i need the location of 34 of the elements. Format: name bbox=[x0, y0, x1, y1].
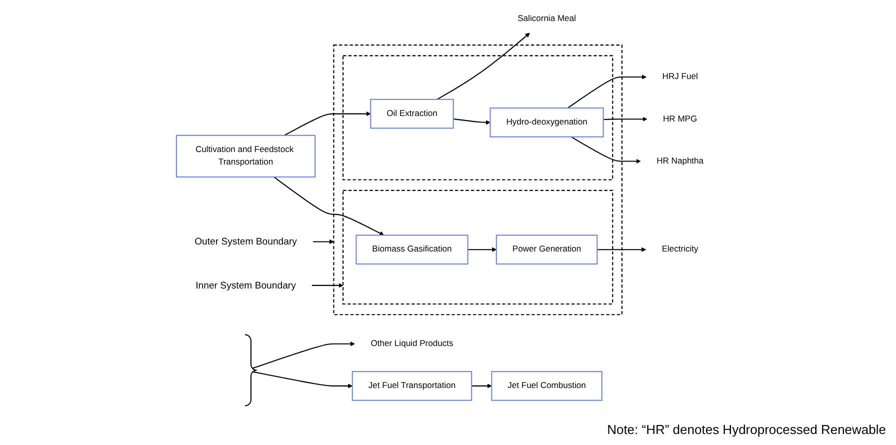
arrow bbox=[312, 283, 344, 288]
node-box: Oil Extraction bbox=[370, 98, 454, 129]
arrow bbox=[453, 118, 490, 125]
arrow bbox=[468, 247, 497, 252]
arrow bbox=[436, 32, 530, 100]
cluster bbox=[342, 55, 614, 180]
arrow bbox=[472, 384, 492, 388]
node-box: Power Generation bbox=[496, 234, 598, 265]
arrow bbox=[253, 371, 353, 388]
node-text: Salicornia Meal bbox=[518, 14, 576, 23]
node-brace bbox=[244, 334, 258, 406]
node-text: HR Naphtha bbox=[656, 156, 704, 166]
arrow bbox=[252, 342, 355, 369]
arrow bbox=[597, 247, 646, 252]
node-box: Biomass Gasification bbox=[356, 234, 468, 265]
node-text: Outer System Boundary bbox=[194, 236, 297, 247]
arrow bbox=[567, 74, 647, 108]
arrow bbox=[603, 116, 648, 122]
node-text: Inner System Boundary bbox=[196, 280, 296, 291]
node-box: Jet Fuel Combustion bbox=[491, 371, 602, 401]
cluster bbox=[333, 44, 622, 316]
node-text: HRJ Fuel bbox=[662, 72, 698, 82]
node-box: Jet Fuel Transportation bbox=[352, 371, 472, 401]
arrow bbox=[570, 136, 641, 164]
node-text: Other Liquid Products bbox=[370, 339, 454, 348]
node-text: Electricity bbox=[662, 244, 698, 254]
node-box: Hydro-deoxygenation bbox=[490, 108, 604, 138]
cluster bbox=[342, 190, 614, 304]
arrow bbox=[274, 176, 384, 236]
node-text: HR MPG bbox=[663, 114, 698, 124]
node-box: Cultivation and Feedstock Transportation bbox=[176, 134, 316, 178]
note-text: Note: “HR” denotes Hydroprocessed Renewable bbox=[607, 422, 886, 437]
arrow bbox=[284, 111, 371, 136]
arrow bbox=[312, 239, 334, 244]
